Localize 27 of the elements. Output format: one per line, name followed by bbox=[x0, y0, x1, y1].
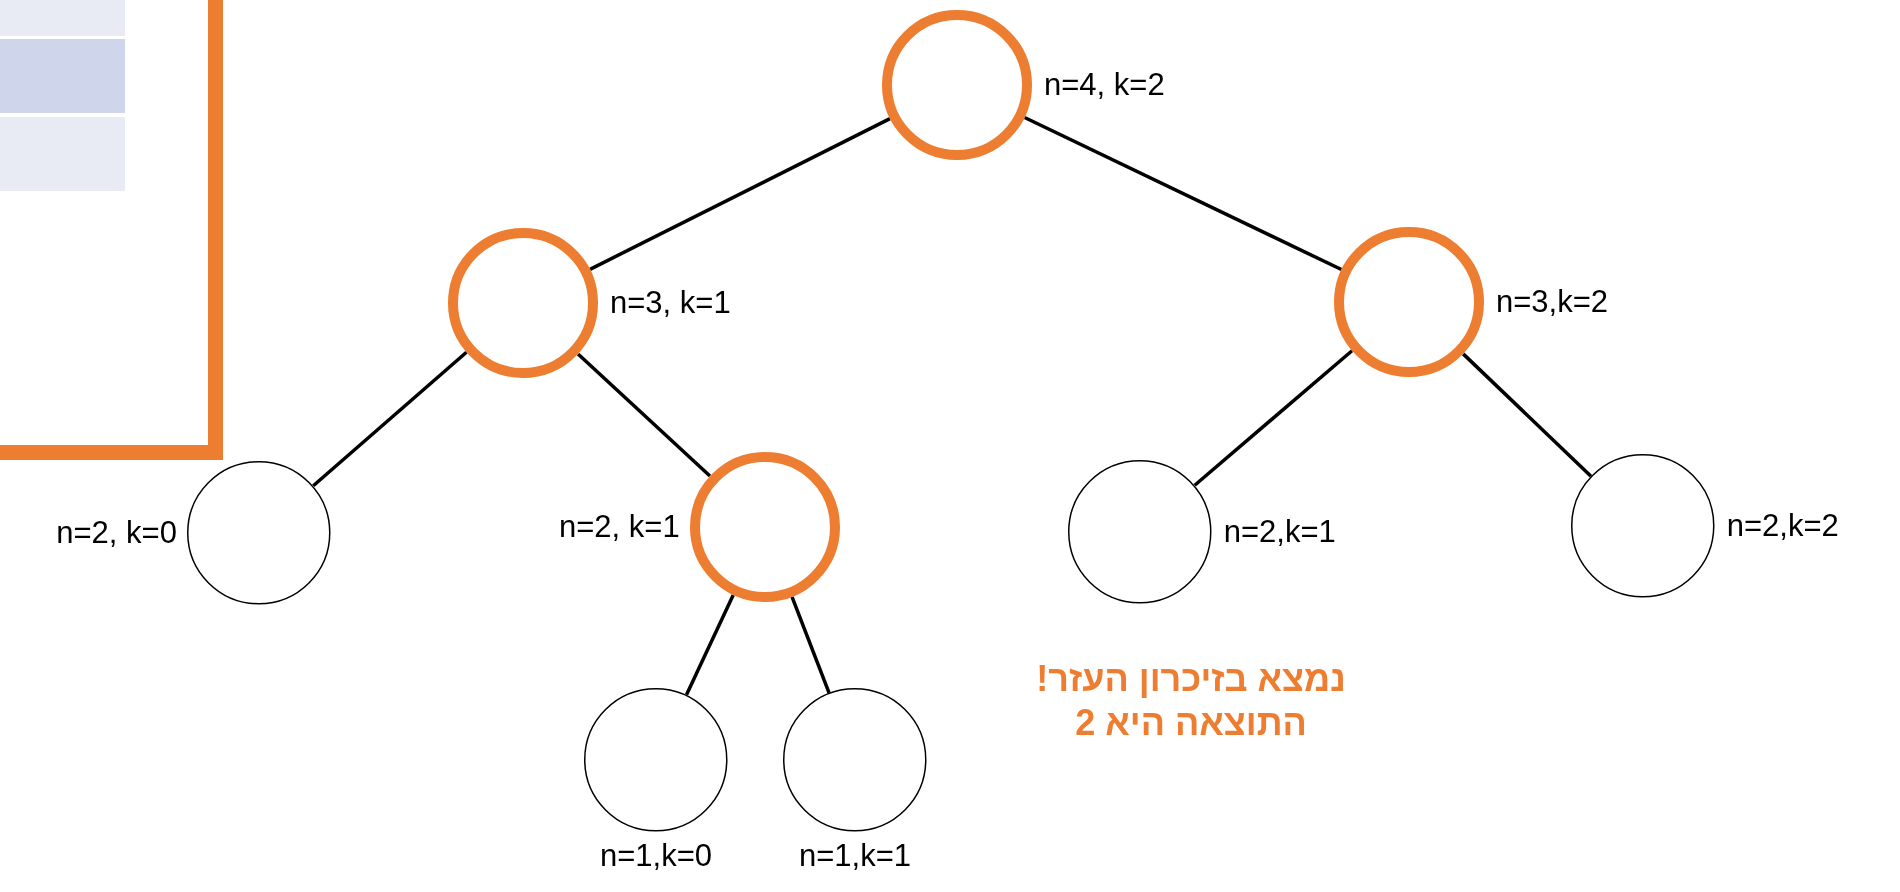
connector-line bbox=[312, 350, 468, 487]
highlighted-circle bbox=[690, 452, 840, 602]
circle-node bbox=[584, 688, 728, 832]
node-label: n=1,k=0 bbox=[600, 837, 713, 874]
node-label: n=2,k=1 bbox=[1223, 514, 1336, 550]
node-label: n=2, k=0 bbox=[56, 515, 177, 551]
connector-line bbox=[576, 352, 712, 478]
circle-node bbox=[187, 461, 331, 605]
circle-node bbox=[1571, 454, 1715, 598]
node-label: n=2,k=2 bbox=[1726, 508, 1839, 544]
highlighted-circle bbox=[448, 228, 598, 378]
connector-line bbox=[790, 596, 831, 694]
circle-node bbox=[783, 688, 927, 832]
node-label: n=3,k=2 bbox=[1496, 284, 1609, 320]
node-label: n=3, k=1 bbox=[610, 285, 731, 321]
circle-node bbox=[1068, 460, 1212, 604]
connector-line bbox=[1193, 349, 1354, 487]
connector-line bbox=[589, 117, 891, 271]
result-note: נמצא בזיכרון העזר! התוצאה היא 2 bbox=[1035, 657, 1347, 745]
highlighted-circle bbox=[882, 10, 1032, 160]
node-label: n=4, k=2 bbox=[1044, 67, 1165, 103]
highlighted-circle bbox=[1334, 227, 1484, 377]
node-label: n=2, k=1 bbox=[559, 509, 680, 545]
connector-line bbox=[1023, 115, 1343, 272]
connector-line bbox=[684, 594, 735, 696]
node-label: n=1,k=1 bbox=[799, 837, 912, 874]
connector-line bbox=[1461, 352, 1593, 478]
